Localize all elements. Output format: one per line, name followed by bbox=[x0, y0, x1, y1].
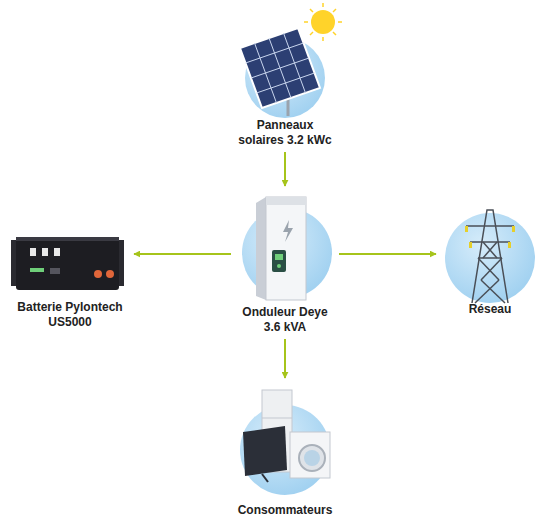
flow-arrow bbox=[284, 152, 286, 186]
sun bbox=[304, 3, 342, 41]
icon-node: Onduleur Deye 3.6 kVA bbox=[235, 190, 335, 335]
icon-node: Batterie Pylontech US5000 bbox=[10, 230, 130, 330]
icon-circle bbox=[445, 213, 535, 303]
inverter-illustration bbox=[242, 197, 332, 300]
icon-node: Réseau bbox=[440, 205, 540, 317]
node-label: Consommateurs bbox=[225, 503, 345, 518]
flow-arrow bbox=[339, 253, 436, 255]
consumers-illustration bbox=[240, 390, 330, 495]
solar-panel bbox=[240, 28, 320, 108]
icon-node: Panneaux solaires 3.2 kWc bbox=[225, 18, 345, 148]
node-label: Panneaux solaires 3.2 kWc bbox=[233, 118, 337, 148]
solar-illustration bbox=[240, 3, 342, 118]
node-label: Onduleur Deye 3.6 kVA bbox=[242, 305, 328, 335]
node-label: Réseau bbox=[445, 302, 535, 317]
battery-illustration bbox=[11, 237, 124, 290]
grid-illustration bbox=[445, 210, 535, 303]
icon-node: Consommateurs bbox=[220, 382, 350, 518]
flow-arrow bbox=[134, 253, 231, 255]
icon-circle bbox=[240, 405, 330, 495]
flow-arrow bbox=[284, 339, 286, 378]
node-label: Batterie Pylontech US5000 bbox=[14, 300, 126, 330]
